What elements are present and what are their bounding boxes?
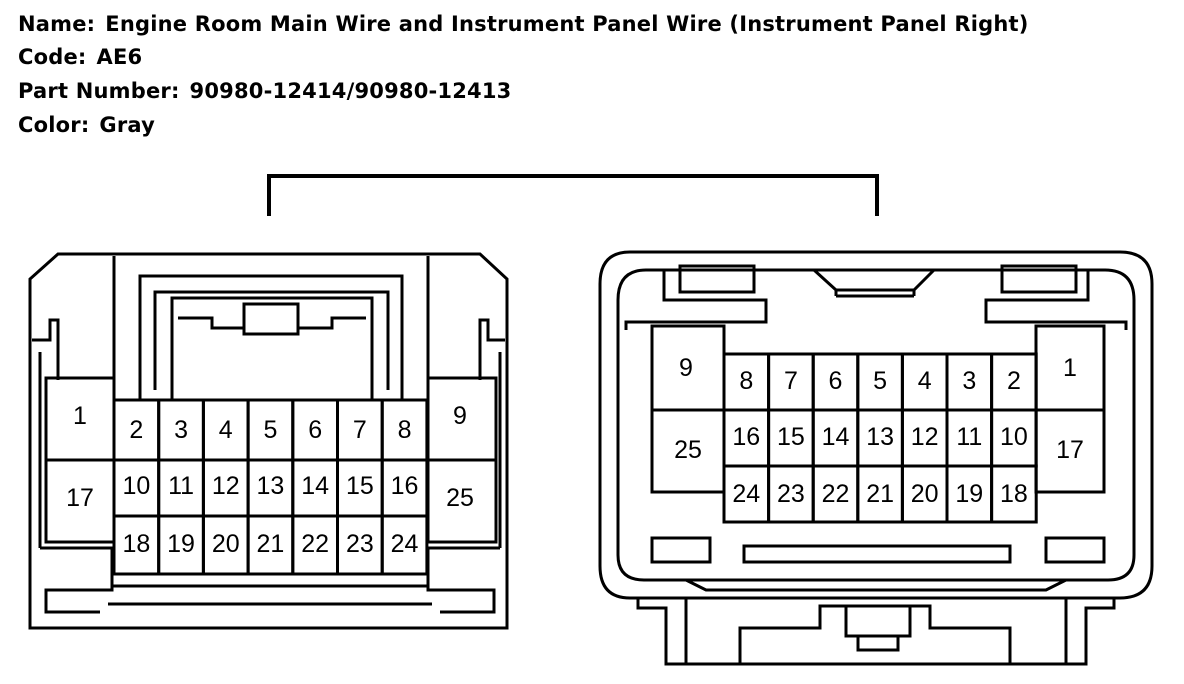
right-pin-label: 7 [784, 367, 798, 395]
right-pin-label: 21 [866, 480, 894, 508]
right-pin-label: 22 [822, 480, 850, 508]
code-value: AE6 [96, 45, 143, 69]
left-pin-label: 10 [122, 472, 150, 500]
left-connector-cavities [44, 376, 498, 576]
left-pin-label: 22 [301, 530, 329, 558]
right-pin-label: 1 [1063, 354, 1077, 382]
right-connector-cavities [650, 324, 1106, 524]
left-pin-label: 3 [174, 416, 188, 444]
right-pin-label: 5 [873, 367, 887, 395]
left-pin-label: 8 [398, 416, 412, 444]
left-pin-label: 1 [73, 402, 87, 430]
right-pin-label: 10 [1000, 423, 1028, 451]
right-pin-label: 18 [1000, 480, 1028, 508]
pairing-bracket [267, 174, 879, 216]
right-pin-label: 17 [1056, 436, 1084, 464]
left-pin-label: 14 [301, 472, 329, 500]
right-pin-label: 24 [732, 480, 760, 508]
right-pin-label: 23 [777, 480, 805, 508]
right-pin-label: 11 [956, 423, 982, 451]
left-pin-label: 16 [391, 472, 419, 500]
right-pin-label: 12 [911, 423, 939, 451]
left-pin-label: 9 [453, 402, 467, 430]
part-number-label: Part Number: [18, 79, 180, 103]
name-label: Name: [18, 12, 96, 36]
left-pin-label: 13 [257, 472, 285, 500]
right-pin-label: 4 [918, 367, 932, 395]
code-label: Code: [18, 45, 87, 69]
right-pin-label: 16 [732, 423, 760, 451]
left-pin-label: 7 [353, 416, 367, 444]
left-pin-label: 18 [122, 530, 150, 558]
left-connector-housing [28, 252, 509, 630]
color-value: Gray [99, 113, 156, 137]
left-pin-label: 4 [219, 416, 233, 444]
color-row: Color: Gray [18, 113, 155, 137]
right-pin-label: 14 [822, 423, 850, 451]
left-cavity [380, 514, 429, 576]
part-number-row: Part Number: 90980-12414/90980-12413 [18, 79, 512, 103]
right-connector-housing [598, 250, 1154, 666]
right-pin-label: 8 [739, 367, 753, 395]
right-pin-label: 15 [777, 423, 805, 451]
name-row: Name: Engine Room Main Wire and Instrumen… [18, 12, 1029, 36]
right-pin-label: 25 [674, 436, 702, 464]
right-cavity [990, 464, 1038, 524]
left-pin-label: 5 [263, 416, 277, 444]
part-number-value: 90980-12414/90980-12413 [189, 79, 512, 103]
left-pin-label: 12 [212, 472, 240, 500]
left-pin-label: 19 [167, 530, 195, 558]
name-value: Engine Room Main Wire and Instrument Pan… [105, 12, 1029, 36]
right-pin-label: 6 [829, 367, 843, 395]
right-pin-label: 19 [955, 480, 983, 508]
left-pin-label: 20 [212, 530, 240, 558]
right-connector-pin-labels: 9 25 1 17 8 7 6 5 4 3 2 16 15 14 13 12 11 10 24 23 22 21 20 19 1… [674, 354, 1084, 508]
left-pin-label: 6 [308, 416, 322, 444]
right-pin-label: 3 [962, 367, 976, 395]
left-pin-label: 2 [129, 416, 143, 444]
left-pin-label: 17 [66, 484, 94, 512]
left-pin-label: 24 [391, 530, 419, 558]
right-pin-label: 9 [679, 354, 693, 382]
left-pin-label: 15 [346, 472, 374, 500]
code-row: Code: AE6 [18, 45, 142, 69]
right-pin-label: 13 [866, 423, 894, 451]
color-label: Color: [18, 113, 90, 137]
right-pin-label: 2 [1007, 367, 1021, 395]
left-pin-label: 25 [446, 484, 474, 512]
left-pin-label: 23 [346, 530, 374, 558]
left-pin-label: 21 [257, 530, 285, 558]
right-pin-label: 20 [911, 480, 939, 508]
left-pin-label: 11 [168, 472, 194, 500]
